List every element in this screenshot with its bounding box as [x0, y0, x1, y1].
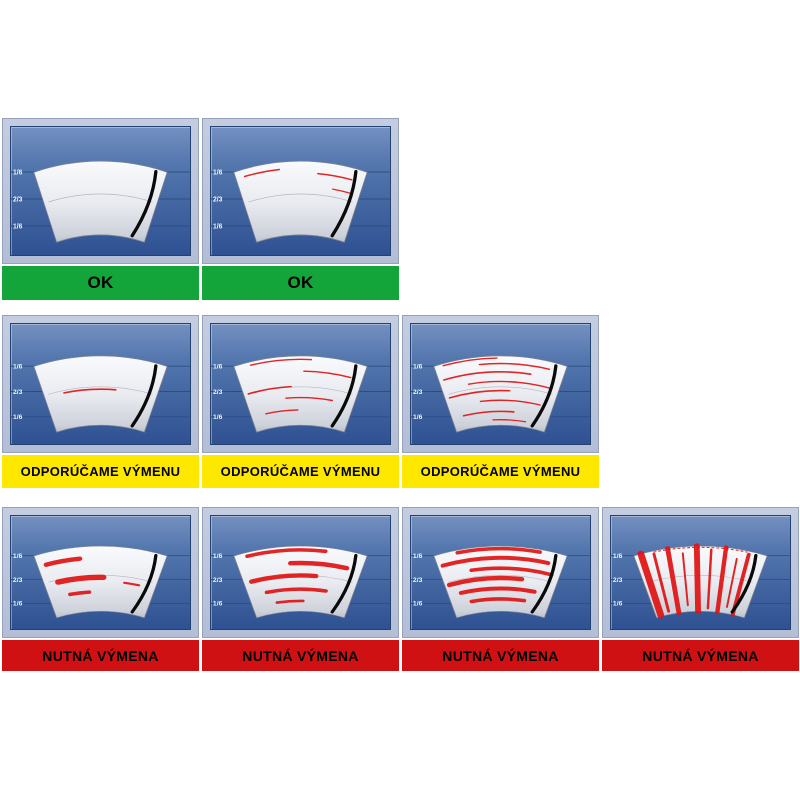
svg-text:1/6: 1/6	[13, 364, 23, 371]
wiper-sweep-graphic: 1/6 2/3 1/6	[411, 355, 590, 433]
wiper-test-panel: 1/6 2/3 1/6	[10, 323, 191, 445]
svg-text:2/3: 2/3	[413, 577, 423, 584]
status-strip-recommend: ODPORÚČAME VÝMENU	[402, 455, 599, 488]
status-strip-required: NUTNÁ VÝMENA	[2, 640, 199, 671]
svg-text:1/6: 1/6	[613, 553, 623, 560]
svg-text:2/3: 2/3	[13, 196, 23, 203]
wiper-sweep-graphic: 1/6 2/3 1/6	[211, 545, 390, 619]
svg-text:1/6: 1/6	[13, 169, 23, 176]
svg-text:1/6: 1/6	[213, 601, 223, 608]
wiper-test-frame: 1/6 2/3 1/6	[402, 507, 599, 638]
svg-text:1/6: 1/6	[413, 553, 423, 560]
wear-cell-recommend-1: 1/6 2/3 1/6 ODPORÚČAME VÝMENU	[2, 315, 199, 488]
wear-cell-required-3: 1/6 2/3 1/6 NUTNÁ VÝMENA	[402, 507, 599, 671]
status-strip-required: NUTNÁ VÝMENA	[202, 640, 399, 671]
wear-cell-required-1: 1/6 2/3 1/6 NUTNÁ VÝMENA	[2, 507, 199, 671]
svg-text:1/6: 1/6	[213, 169, 223, 176]
wiper-sweep-graphic: 1/6 2/3 1/6	[611, 543, 790, 619]
wiper-sweep-graphic: 1/6 2/3 1/6	[211, 355, 390, 433]
svg-text:1/6: 1/6	[613, 601, 623, 608]
wiper-test-panel: 1/6 2/3 1/6	[210, 323, 391, 445]
wiper-test-panel: 1/6 2/3 1/6	[210, 126, 391, 256]
status-strip-ok: OK	[202, 266, 399, 300]
svg-text:1/6: 1/6	[13, 223, 23, 230]
svg-text:1/6: 1/6	[413, 364, 423, 371]
wiper-test-panel: 1/6 2/3 1/6	[210, 515, 391, 630]
wiper-sweep-graphic: 1/6 2/3 1/6	[211, 160, 390, 243]
wiper-test-panel: 1/6 2/3 1/6	[410, 515, 591, 630]
svg-text:1/6: 1/6	[13, 553, 23, 560]
svg-text:1/6: 1/6	[413, 414, 423, 421]
svg-text:2/3: 2/3	[213, 577, 223, 584]
status-strip-recommend: ODPORÚČAME VÝMENU	[2, 455, 199, 488]
wiper-sweep-graphic: 1/6 2/3 1/6	[11, 355, 190, 433]
wear-cell-recommend-3: 1/6 2/3 1/6 ODPORÚČAME VÝMENU	[402, 315, 599, 488]
svg-text:1/6: 1/6	[413, 601, 423, 608]
status-strip-recommend: ODPORÚČAME VÝMENU	[202, 455, 399, 488]
wear-cell-ok-2: 1/6 2/3 1/6 OK	[202, 118, 399, 300]
svg-text:2/3: 2/3	[13, 577, 23, 584]
svg-text:2/3: 2/3	[13, 389, 23, 396]
svg-text:1/6: 1/6	[213, 553, 223, 560]
svg-text:1/6: 1/6	[13, 414, 23, 421]
status-strip-required: NUTNÁ VÝMENA	[402, 640, 599, 671]
wear-cell-recommend-2: 1/6 2/3 1/6 ODPORÚČAME VÝMENU	[202, 315, 399, 488]
wiper-sweep-graphic: 1/6 2/3 1/6	[411, 545, 590, 619]
svg-text:1/6: 1/6	[213, 364, 223, 371]
svg-text:2/3: 2/3	[213, 196, 223, 203]
wiper-test-panel: 1/6 2/3 1/6	[410, 323, 591, 445]
svg-text:1/6: 1/6	[213, 223, 223, 230]
wiper-test-frame: 1/6 2/3 1/6	[202, 507, 399, 638]
wiper-sweep-graphic: 1/6 2/3 1/6	[11, 545, 190, 619]
wiper-test-frame: 1/6 2/3 1/6	[202, 118, 399, 264]
status-strip-ok: OK	[2, 266, 199, 300]
wiper-test-panel: 1/6 2/3 1/6	[610, 515, 791, 630]
svg-text:1/6: 1/6	[213, 414, 223, 421]
wiper-test-frame: 1/6 2/3 1/6	[2, 118, 199, 264]
wiper-test-frame: 1/6 2/3 1/6	[602, 507, 799, 638]
wear-cell-required-2: 1/6 2/3 1/6 NUTNÁ VÝMENA	[202, 507, 399, 671]
wiper-test-panel: 1/6 2/3 1/6	[10, 126, 191, 256]
wiper-test-frame: 1/6 2/3 1/6	[202, 315, 399, 453]
svg-text:1/6: 1/6	[13, 601, 23, 608]
wiper-sweep-graphic: 1/6 2/3 1/6	[11, 160, 190, 243]
status-strip-required: NUTNÁ VÝMENA	[602, 640, 799, 671]
wear-cell-ok-1: 1/6 2/3 1/6 OK	[2, 118, 199, 300]
svg-text:2/3: 2/3	[613, 577, 623, 584]
wear-cell-required-4: 1/6 2/3 1/6 NUTNÁ VÝMENA	[602, 507, 799, 671]
svg-text:2/3: 2/3	[413, 389, 423, 396]
wiper-test-panel: 1/6 2/3 1/6	[10, 515, 191, 630]
wiper-test-frame: 1/6 2/3 1/6	[2, 507, 199, 638]
wiper-test-frame: 1/6 2/3 1/6	[402, 315, 599, 453]
wiper-test-frame: 1/6 2/3 1/6	[2, 315, 199, 453]
svg-text:2/3: 2/3	[213, 389, 223, 396]
